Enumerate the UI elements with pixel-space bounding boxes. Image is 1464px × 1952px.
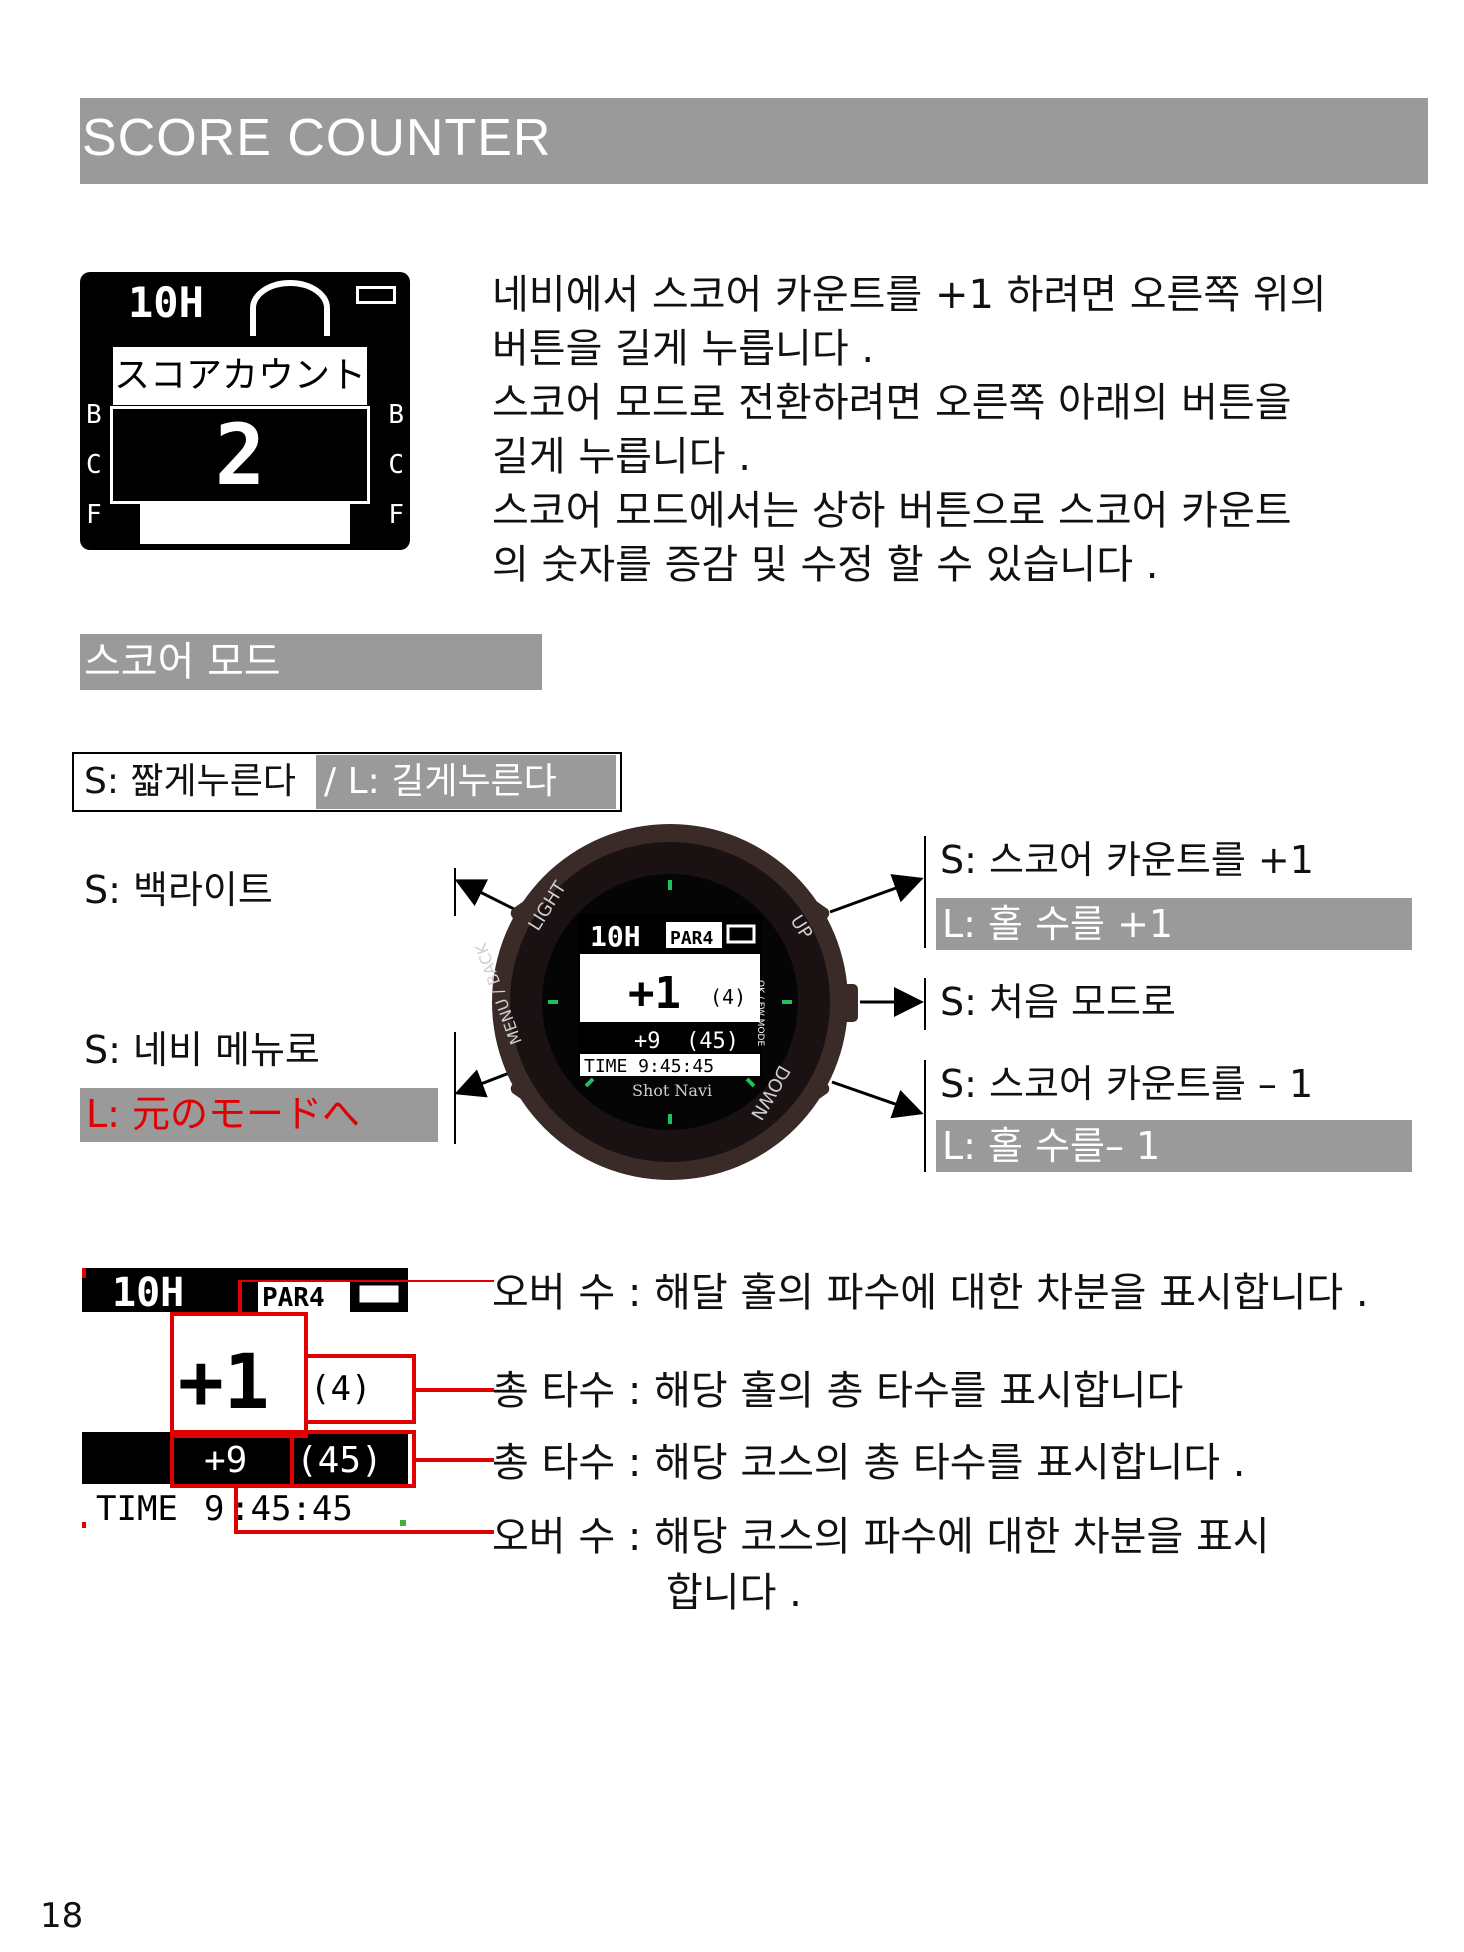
back-long-label: L: 元のモードへ xyxy=(80,1088,438,1142)
score-counter-screen: 10H スコアカウント 2 B C F B C F xyxy=(80,272,410,550)
note-strokes-course: 총 타수 : 해당 코스의 총 타수를 표시합니다 . xyxy=(492,1440,1246,1486)
legend-gray-bg xyxy=(316,755,616,809)
mode-short-label: S: 처음 모드로 xyxy=(940,980,1176,1024)
section-bar xyxy=(80,634,542,690)
over-hole-leader xyxy=(238,1280,494,1314)
up-short-label: S: 스코어 카운트를 +1 xyxy=(940,838,1314,882)
light-short-label: S: 백라이트 xyxy=(84,868,273,912)
over-hole-box xyxy=(170,1312,308,1438)
screen-time-hour: 9 xyxy=(204,1489,224,1528)
up-long-label: L: 홀 수를 +1 xyxy=(936,898,1412,950)
watch-battery-icon xyxy=(726,924,756,944)
down-long-label: L: 홀 수를– 1 xyxy=(936,1120,1412,1172)
screen-time-label: TIME xyxy=(96,1489,178,1528)
screen-battery-icon xyxy=(356,1282,402,1306)
intro-line: 길게 누릅니다 . xyxy=(492,434,751,480)
watch-hole: 10H xyxy=(590,920,641,953)
legend-long: / L: 길게누른다 xyxy=(324,761,557,802)
popup-label: スコアカウント xyxy=(110,344,370,408)
watch-brand: Shot Navi xyxy=(632,1081,712,1100)
screen-over: +1 xyxy=(178,1337,270,1426)
watch-strokes: (4) xyxy=(710,985,746,1009)
watch-total-over: +9 xyxy=(634,1029,661,1054)
note-strokes-hole: 총 타수 : 해당 홀의 총 타수를 표시합니다 xyxy=(492,1368,1184,1414)
up-divider xyxy=(924,836,926,948)
watch-par: PAR4 xyxy=(670,928,714,949)
score-mode-screen: 10H PAR4 +1 (4) +9 (45) TIME 9 :45:45 xyxy=(82,1268,408,1528)
section-title: 스코어 모드 xyxy=(84,639,281,685)
battery-icon xyxy=(356,286,396,304)
down-short-label: S: 스코어 카운트를 – 1 xyxy=(940,1062,1314,1106)
total-strokes-box xyxy=(290,1430,416,1488)
total-over-box xyxy=(170,1430,294,1488)
side-label-right-c: C xyxy=(388,450,404,480)
side-label-left-b: B xyxy=(86,400,102,430)
intro-line: 네비에서 스코어 카운트를 +1 하려면 오른쪽 위의 xyxy=(492,272,1327,318)
watch-time: TIME 9:45:45 xyxy=(584,1056,714,1077)
down-divider xyxy=(924,1060,926,1172)
intro-line: 스코어 모드에서는 상하 버튼으로 스코어 카운트 xyxy=(492,488,1292,534)
back-arrow xyxy=(454,1069,513,1098)
strokes-hole-box xyxy=(304,1354,416,1424)
intro-line: 의 숫자를 증감 및 수정 할 수 있습니다 . xyxy=(492,542,1159,588)
note-over-hole: 오버 수 : 해달 홀의 파수에 대한 차분을 표시합니다 . xyxy=(492,1270,1369,1316)
compass-icon xyxy=(250,280,330,336)
light-arrow xyxy=(454,879,521,914)
down-arrow xyxy=(831,1080,924,1119)
up-arrow xyxy=(829,874,924,914)
hole-number: 10H xyxy=(128,278,204,327)
note-over-course-cont: 합니다 . xyxy=(666,1570,802,1616)
legend-short: S: 짧게누른다 xyxy=(84,761,297,802)
intro-line: 버튼을 길게 누릅니다 . xyxy=(492,326,875,372)
page-title: SCORE COUNTER xyxy=(82,109,552,167)
watch-mode-label: OK / FW MODE xyxy=(755,980,765,1046)
legend-box xyxy=(72,752,622,812)
side-label-right-b: B xyxy=(388,400,404,430)
watch-over: +1 xyxy=(628,968,681,1019)
watch-illustration: LIGHT UP MENU / BACK DOWN 10H PAR4 +1 (4… xyxy=(454,824,924,1180)
note-over-course: 오버 수 : 해당 코스의 파수에 대한 차분을 표시 xyxy=(492,1514,1270,1560)
screen-total-strokes: (45) xyxy=(296,1440,383,1481)
screen-total-over: +9 xyxy=(204,1440,247,1481)
header-bar xyxy=(80,98,1428,184)
distance-digits xyxy=(140,502,350,544)
score-count: 2 xyxy=(110,406,370,504)
screen-hole: 10H xyxy=(112,1270,184,1316)
side-label-right-f: F xyxy=(388,500,404,530)
screen-par: PAR4 xyxy=(262,1283,325,1313)
side-label-left-f: F xyxy=(86,500,102,530)
side-label-left-c: C xyxy=(86,450,102,480)
watch-total-strokes: (45) xyxy=(686,1029,739,1054)
page-number: 18 xyxy=(40,1896,84,1936)
screen-time-rest: :45:45 xyxy=(230,1489,353,1528)
callout-lines xyxy=(170,1280,494,1534)
total-over-leader xyxy=(234,1486,494,1534)
mode-button xyxy=(836,984,858,1022)
back-short-label: S: 네비 메뉴로 xyxy=(84,1028,320,1072)
screen-strokes: (4) xyxy=(310,1369,371,1409)
mode-divider xyxy=(924,978,926,1030)
intro-line: 스코어 모드로 전환하려면 오른쪽 아래의 버튼을 xyxy=(492,380,1292,426)
intro-paragraph: 네비에서 스코어 카운트를 +1 하려면 오른쪽 위의 버튼을 길게 누릅니다 … xyxy=(492,268,1432,592)
